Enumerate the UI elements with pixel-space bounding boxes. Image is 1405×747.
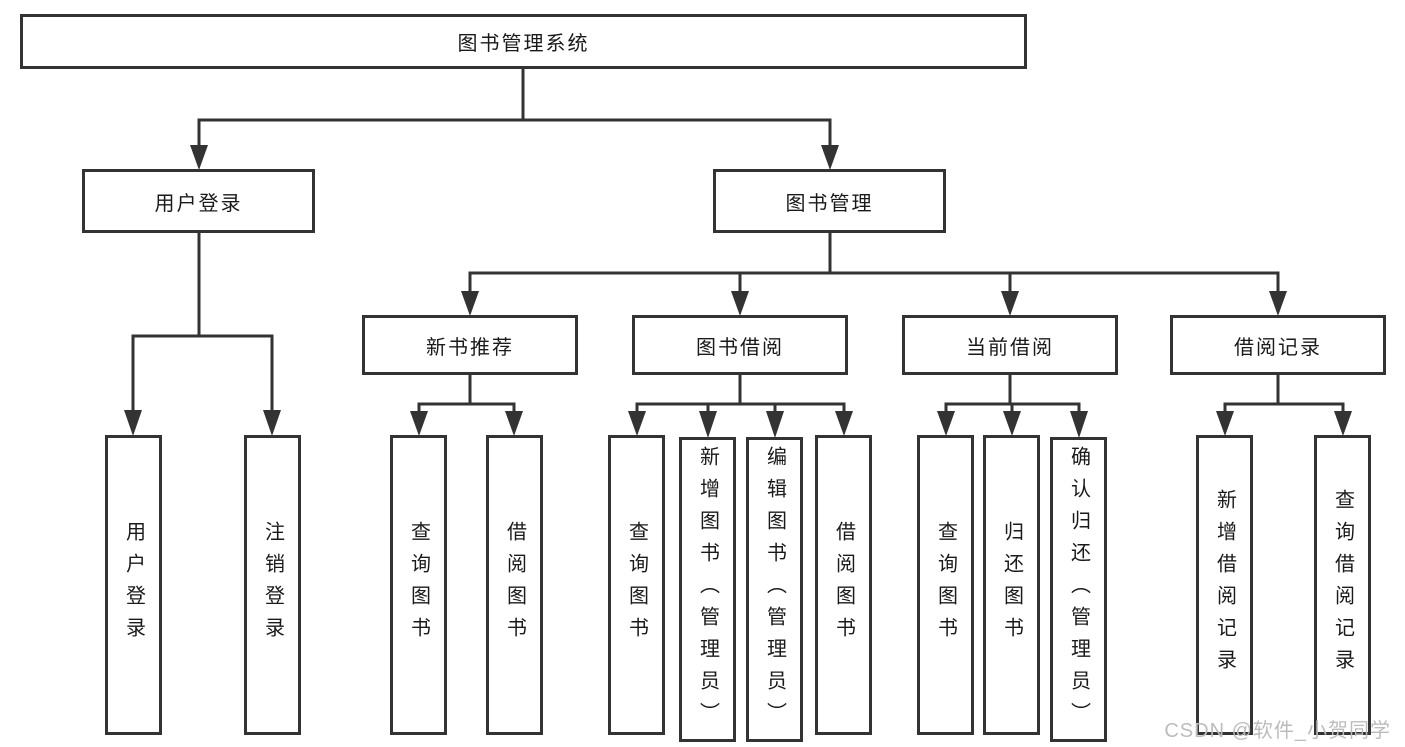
connector-root-to-level2	[190, 69, 839, 170]
connector-borrow-records-to-leaves	[1216, 375, 1352, 436]
leaf-query-borrow-record: 查询借阅记录	[1314, 435, 1371, 735]
node-user-login-label: 用户登录	[154, 192, 243, 215]
leaf-confirm-return-admin-label: 确认归还（管理员）	[1067, 445, 1090, 734]
leaf-query-borrow-record-label: 查询借阅记录	[1331, 489, 1354, 681]
leaf-confirm-return-admin: 确认归还（管理员）	[1050, 437, 1107, 742]
node-current-borrow-label: 当前借阅	[966, 336, 1054, 359]
node-borrow-records: 借阅记录	[1170, 315, 1386, 375]
leaf-logout-label: 注销登录	[261, 521, 284, 649]
leaf-query-books-borrow-label: 查询图书	[625, 521, 648, 649]
leaf-query-books-borrow: 查询图书	[608, 435, 665, 735]
leaf-query-books-current-label: 查询图书	[934, 521, 957, 649]
connector-new-book-recommend-to-leaves	[410, 375, 523, 436]
leaf-query-books-current: 查询图书	[917, 435, 974, 735]
leaf-return-books: 归还图书	[983, 435, 1040, 735]
node-root: 图书管理系统	[20, 14, 1027, 69]
node-book-borrow-label: 图书借阅	[696, 336, 784, 359]
leaf-logout: 注销登录	[244, 435, 301, 735]
leaf-add-book-admin: 新增图书（管理员）	[679, 437, 736, 742]
leaf-borrow-books-recommend-label: 借阅图书	[503, 521, 526, 649]
leaf-add-book-admin-label: 新增图书（管理员）	[696, 445, 719, 734]
leaf-query-books-recommend-label: 查询图书	[407, 521, 430, 649]
node-user-login: 用户登录	[82, 169, 315, 233]
leaf-add-borrow-record: 新增借阅记录	[1196, 435, 1253, 735]
leaf-return-books-label: 归还图书	[1000, 521, 1023, 649]
connector-book-management-to-level3	[461, 233, 1287, 316]
leaf-user-login: 用户登录	[105, 435, 162, 735]
connector-current-borrow-to-leaves	[937, 375, 1088, 438]
node-root-label: 图书管理系统	[457, 33, 590, 55]
node-book-management: 图书管理	[713, 169, 946, 233]
node-book-management-label: 图书管理	[785, 192, 874, 215]
leaf-edit-book-admin: 编辑图书（管理员）	[746, 437, 803, 742]
node-current-borrow: 当前借阅	[902, 315, 1118, 375]
leaf-borrow-books-recommend: 借阅图书	[486, 435, 543, 735]
leaf-query-books-recommend: 查询图书	[390, 435, 447, 735]
node-new-book-recommend: 新书推荐	[362, 315, 578, 375]
connector-user-login-to-leaves	[124, 233, 281, 436]
leaf-user-login-label: 用户登录	[122, 521, 145, 649]
leaf-borrow-books-borrow-label: 借阅图书	[832, 521, 855, 649]
watermark: CSDN @软件_小贺同学	[1164, 720, 1391, 742]
leaf-borrow-books-borrow: 借阅图书	[815, 435, 872, 735]
leaf-add-borrow-record-label: 新增借阅记录	[1213, 489, 1236, 681]
leaf-edit-book-admin-label: 编辑图书（管理员）	[763, 445, 786, 734]
node-new-book-recommend-label: 新书推荐	[426, 336, 514, 359]
node-book-borrow: 图书借阅	[632, 315, 848, 375]
connector-book-borrow-to-leaves	[628, 375, 853, 438]
node-borrow-records-label: 借阅记录	[1234, 336, 1322, 359]
